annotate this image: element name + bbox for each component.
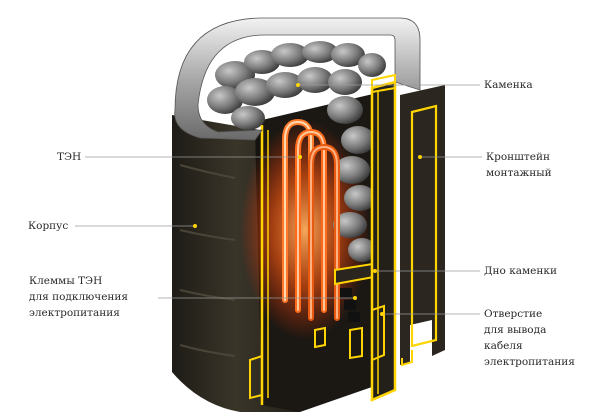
label-klemmy-line1: Клеммы ТЭН — [29, 275, 103, 287]
label-klemmy-line3: электропитания — [29, 307, 120, 319]
label-kronshtein-line1: Кронштейн — [486, 151, 550, 163]
label-kamenka: Каменка — [484, 79, 533, 91]
label-otverstie-line2: для вывода — [484, 324, 547, 336]
stone-rim — [174, 17, 421, 141]
label-ten: ТЭН — [57, 151, 82, 163]
heating-elements — [282, 118, 340, 321]
label-dno-kamenki: Дно каменки — [484, 265, 557, 277]
label-otverstie-line1: Отверстие — [484, 308, 543, 320]
label-otverstie-line3: кабеля — [484, 340, 523, 352]
stones — [207, 41, 386, 262]
mounting-bracket — [400, 85, 445, 367]
terminals — [340, 288, 360, 322]
label-otverstie-line4: электропитания — [484, 356, 575, 368]
label-korpus: Корпус — [28, 220, 69, 232]
label-kronshtein-line2: монтажный — [486, 167, 552, 179]
label-klemmy-line2: для подключения — [29, 291, 129, 303]
leader-lines — [75, 83, 482, 316]
